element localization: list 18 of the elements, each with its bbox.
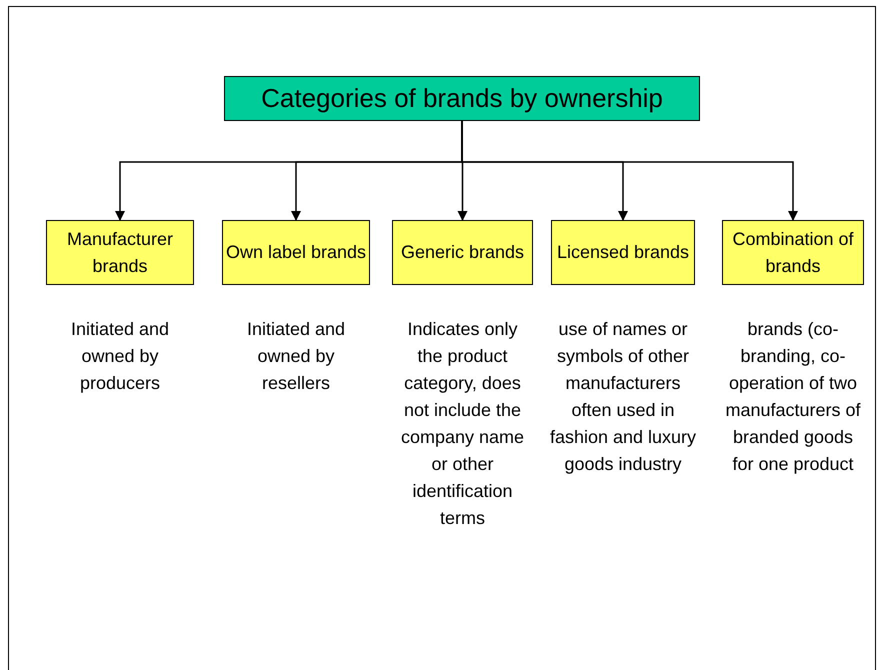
description-text: use of names or symbols of other manufacturers often used in fashion and luxury goods industry (548, 318, 698, 476)
box-label: Generic brands (400, 241, 524, 264)
category-box (392, 220, 533, 285)
category-box (551, 220, 695, 285)
description-text: Indicates only the product category, does not include the company name or other identification terms (400, 318, 526, 530)
category-box (722, 220, 864, 285)
title-box (224, 76, 700, 121)
connector-arrow (461, 121, 798, 221)
box-label: Combination of brands (731, 228, 855, 278)
category-box (222, 220, 370, 285)
box-label: Own label brands (226, 241, 366, 264)
box-label: Licensed brands (556, 241, 690, 264)
description-text: brands (co-branding, co-operation of two manufacturers of branded goods for one product (724, 318, 862, 476)
box-label: Categories of brands by ownership (261, 82, 663, 115)
category-box (46, 220, 194, 285)
box-label: Manufacturer brands (66, 228, 174, 278)
description-text: Initiated and owned by resellers (246, 318, 346, 395)
description-text: Initiated and owned by producers (70, 318, 170, 395)
